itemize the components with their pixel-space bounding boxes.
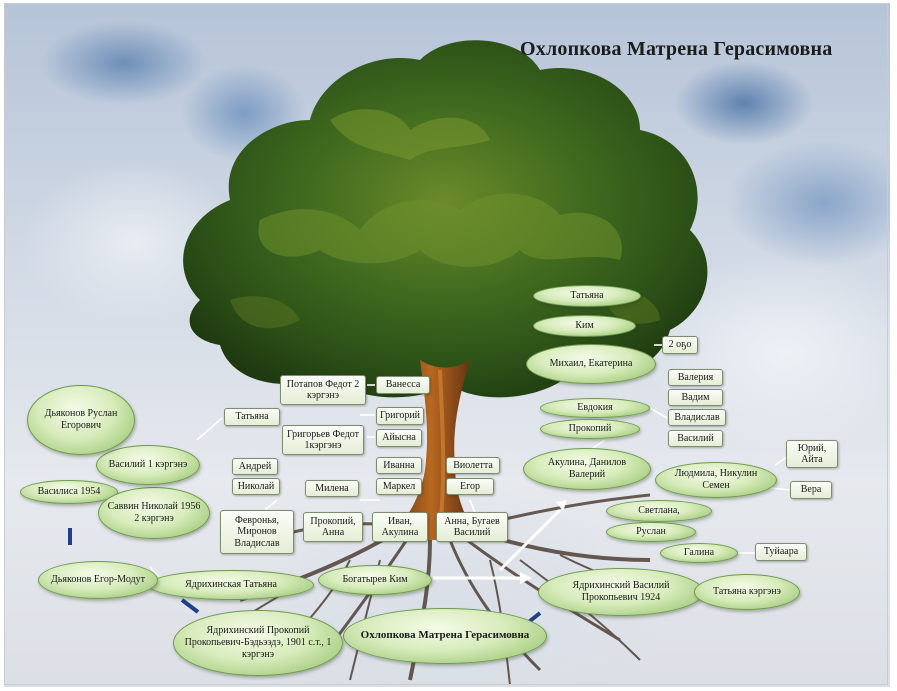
node-prokopy-old[interactable]: Ядрихинский Прокопий Прокопьевич-Бэдьээд… [173, 610, 343, 676]
node-vasily-l[interactable]: Василий 1 кэргэнэ [96, 445, 200, 485]
tree-crown [183, 40, 708, 398]
node-vasily-r[interactable]: Василий [668, 430, 723, 447]
node-grigoriev[interactable]: Григорьев Федот 1кэргэнэ [282, 425, 364, 455]
node-tuiara[interactable]: Туйаара [755, 543, 807, 561]
node-dyakonov-egor[interactable]: Дьяконов Егор-Модут [38, 561, 158, 599]
node-bogatyrev[interactable]: Богатырев Ким [318, 565, 432, 595]
node-dyakonov-ruslan[interactable]: Дьяконов Руслан Егорович [27, 385, 135, 455]
node-potapov[interactable]: Потапов Федот 2 кэргэнэ [280, 375, 366, 405]
page-title: Охлопкова Матрена Герасимовна [520, 38, 833, 60]
frame-border [4, 3, 888, 685]
node-anna-bugaev[interactable]: Анна, Бугаев Василий [436, 512, 508, 542]
node-savvin[interactable]: Саввин Николай 1956 2 кэргэнэ [98, 487, 210, 539]
node-okhlopkova[interactable]: Охлопкова Матрена Герасимовна [343, 608, 547, 664]
node-evdokia[interactable]: Евдокия [540, 398, 650, 418]
node-ivan-akulina[interactable]: Иван, Акулина [372, 512, 428, 542]
node-tatiana-top[interactable]: Татьяна [533, 285, 641, 307]
node-svetlana[interactable]: Светлана, [606, 500, 712, 522]
node-tatiana-kyrgys[interactable]: Татьяна кэргэнэ [694, 574, 800, 610]
node-vanessa[interactable]: Ванесса [376, 376, 430, 394]
node-egor[interactable]: Егор [446, 478, 494, 495]
node-prokopy-r[interactable]: Прокопий [540, 419, 640, 439]
node-fevronia[interactable]: Февронья, Миронов Владислав [220, 510, 294, 554]
node-markel[interactable]: Маркел [376, 478, 422, 495]
tree-trunk [390, 360, 480, 540]
node-ivanna[interactable]: Иванна [376, 457, 422, 474]
node-violetta[interactable]: Виолетта [446, 457, 500, 474]
node-vera[interactable]: Вера [790, 481, 832, 499]
node-vasily-1924[interactable]: Ядрихинский Василий Прокопьевич 1924 [538, 568, 704, 616]
node-two-oyo[interactable]: 2 оҕо [662, 336, 698, 354]
node-mikhail[interactable]: Михаил, Екатерина [526, 344, 656, 384]
node-vasilisa[interactable]: Василиса 1954 [20, 480, 118, 504]
node-aysen[interactable]: Айысна [376, 429, 422, 447]
node-grigory[interactable]: Григорий [376, 407, 424, 425]
node-lyudmila[interactable]: Людмила, Никулин Семен [655, 462, 777, 498]
node-nikolay[interactable]: Николай [232, 478, 280, 495]
node-andrey[interactable]: Андрей [232, 458, 278, 475]
node-yadr-tatiana[interactable]: Ядрихинская Татьяна [148, 570, 314, 600]
node-ruslan[interactable]: Руслан [606, 522, 696, 542]
node-akulina[interactable]: Акулина, Данилов Валерий [523, 448, 651, 490]
node-yuri[interactable]: Юрий, Айта [786, 440, 838, 468]
node-valeria[interactable]: Валерия [668, 369, 723, 386]
node-vadim[interactable]: Вадим [668, 389, 723, 406]
node-galina[interactable]: Галина [660, 543, 738, 563]
node-milena[interactable]: Милена [305, 480, 359, 497]
node-vladislav[interactable]: Владислав [668, 409, 726, 426]
node-kim-top[interactable]: Ким [533, 315, 636, 337]
node-prokopy-anna[interactable]: Прокопий, Анна [303, 512, 363, 542]
node-tatiana-mid[interactable]: Татьяна [224, 408, 280, 426]
